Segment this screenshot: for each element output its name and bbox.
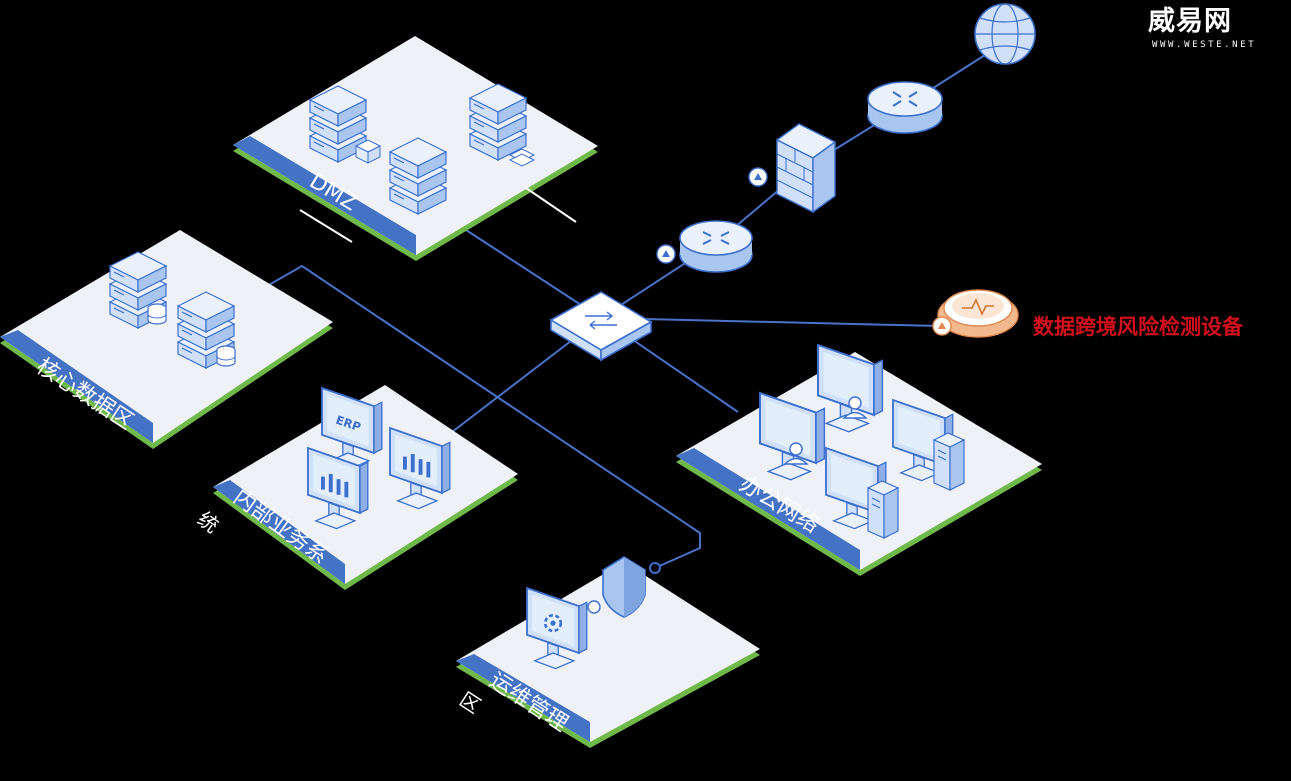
zone-label-operations-tail: 区 <box>455 687 485 718</box>
server-icon <box>390 138 446 214</box>
zone-office-network: 办公网络 <box>676 344 1042 576</box>
zone-core-data: 核心数据区 <box>0 230 333 449</box>
core-switch-icon <box>549 291 653 362</box>
security-badge-icon <box>748 167 768 187</box>
chart-monitor <box>307 447 369 530</box>
zone-internal-business: 内部业务系 统 ERP <box>193 385 518 590</box>
brand-url: WWW.WESTE.NET <box>1152 40 1257 50</box>
internet-globe-icon <box>974 3 1036 65</box>
security-badge-icon <box>656 244 676 264</box>
erp-monitor: ERP <box>321 387 383 470</box>
computer-tower-icon <box>933 432 965 491</box>
chart-monitor <box>389 427 451 510</box>
settings-monitor <box>526 587 588 670</box>
risk-detection-device-icon <box>932 289 1019 338</box>
server-icon <box>470 84 526 160</box>
shield-icon <box>602 556 646 618</box>
computer-tower-icon <box>867 480 899 539</box>
storage-icon <box>508 148 536 167</box>
brand-logo: 威易网 WWW.WESTE.NET <box>1148 6 1282 56</box>
router-icon <box>679 220 753 273</box>
detector-callout-label: 数据跨境风险检测设备 <box>1033 314 1243 339</box>
connector-dot <box>587 600 601 614</box>
brand-name: 威易网 <box>1148 6 1232 37</box>
zone-dmz: DMZ <box>233 36 598 261</box>
zone-label-internal-business-tail: 统 <box>193 507 223 538</box>
database-icon <box>147 303 167 325</box>
firewall-icon <box>775 123 837 214</box>
connector-dot <box>649 562 661 574</box>
box-icon <box>354 139 382 164</box>
router-icon <box>867 81 943 134</box>
zone-operations: 运维管理 区 <box>455 556 760 748</box>
database-icon <box>216 345 236 367</box>
